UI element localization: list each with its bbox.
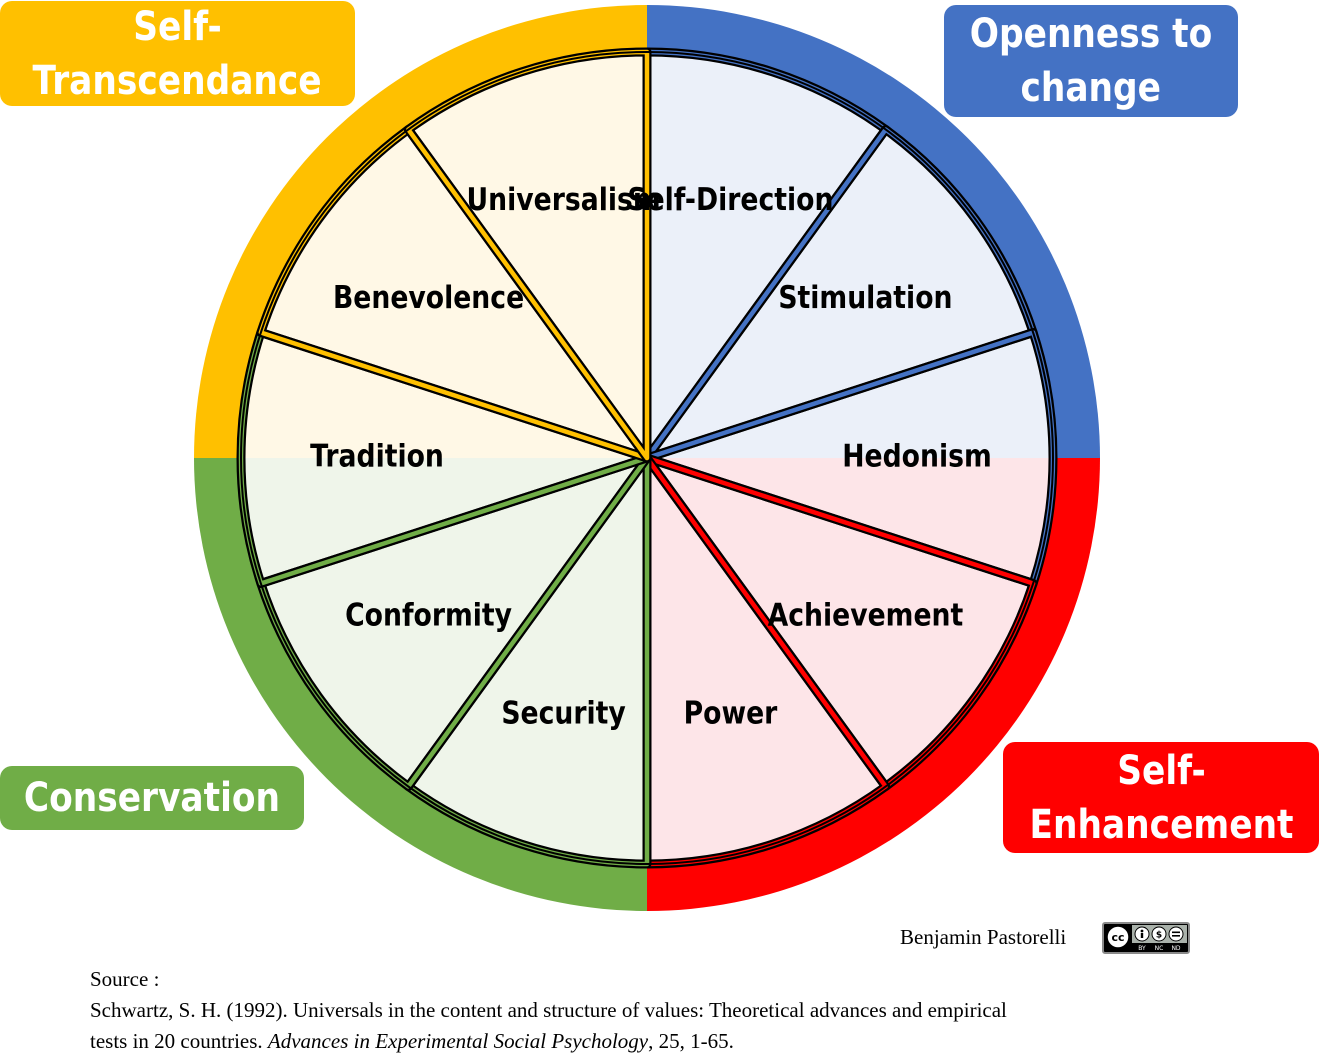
value-label-universalism: Universalism: [466, 181, 660, 217]
value-labels: Self-DirectionStimulationHedonismAchieve…: [310, 181, 992, 731]
citation-line-1: Schwartz, S. H. (1992). Universals in th…: [90, 998, 1007, 1022]
self-enhancement-label-line1: Self-: [1116, 747, 1206, 794]
source-heading: Source :: [90, 967, 160, 991]
cc-term-nd: ND: [1171, 945, 1180, 952]
journal-title: Advances in Experimental Social Psycholo…: [267, 1029, 649, 1053]
self-transcendance-label-line1: Self-: [133, 3, 222, 50]
value-label-power: Power: [684, 694, 778, 730]
cc-term-nc: NC: [1155, 945, 1164, 952]
citation-line-2: tests in 20 countries. Advances in Exper…: [90, 1026, 1230, 1057]
self-transcendance-label-line2: Transcendance: [32, 57, 323, 104]
svg-text:cc: cc: [1111, 931, 1124, 944]
value-label-hedonism: Hedonism: [842, 438, 992, 474]
value-label-tradition: Tradition: [310, 438, 444, 474]
svg-text:$: $: [1156, 931, 1162, 941]
value-label-security: Security: [501, 694, 626, 730]
value-label-conformity: Conformity: [345, 596, 512, 632]
group-fill-self-transcendance: [241, 52, 647, 458]
inner-boundary: [240, 51, 1054, 865]
self-enhancement-box: Self- Enhancement: [1003, 742, 1319, 853]
group-fill-self-enhancement: [647, 458, 1053, 864]
source-citation: Source : Schwartz, S. H. (1992). Univers…: [90, 964, 1230, 1057]
conservation-box: Conservation: [0, 766, 304, 830]
value-label-benevolence: Benevolence: [333, 279, 524, 315]
citation-line-2-start: tests in 20 countries.: [90, 1029, 268, 1053]
self-enhancement-label-line2: Enhancement: [1028, 801, 1294, 848]
value-sectors: [236, 47, 1058, 869]
citation-line-2-end: , 25, 1-65.: [648, 1029, 734, 1053]
self-transcendance-box: Self- Transcendance: [0, 1, 355, 106]
conservation-label: Conservation: [23, 775, 281, 821]
value-label-stimulation: Stimulation: [778, 279, 952, 315]
cc-term-by: BY: [1138, 945, 1146, 952]
value-label-self-direction: Self-Direction: [627, 181, 833, 217]
openness-to-change-label-line2: change: [1020, 65, 1162, 111]
cc-by-nc-nd-icon[interactable]: cc $ BY NC ND: [1102, 922, 1190, 954]
openness-to-change-label-line1: Openness to: [969, 11, 1213, 57]
openness-to-change-box: Openness to change: [944, 5, 1238, 117]
value-label-achievement: Achievement: [768, 596, 964, 632]
author-credit: Benjamin Pastorelli: [900, 925, 1067, 949]
